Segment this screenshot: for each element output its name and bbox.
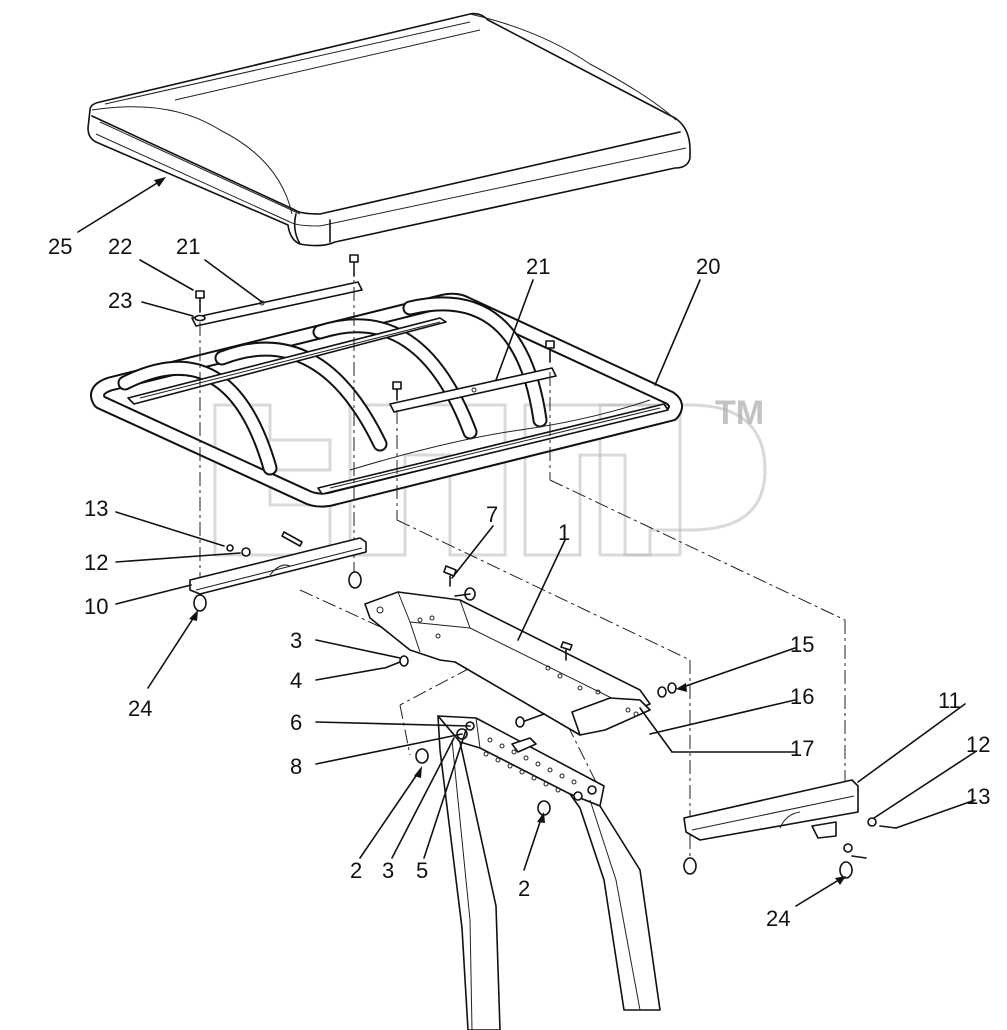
callout-labels: 25 22 21 23 21 20 13 7 1 12 10 24 3 15 4… xyxy=(48,234,990,931)
callout-23: 23 xyxy=(108,288,132,313)
callout-6: 6 xyxy=(290,710,302,735)
column-holes xyxy=(483,737,577,793)
mounting-strap-upper xyxy=(191,281,363,327)
right-bracket xyxy=(683,779,897,879)
mounting-strap-lower xyxy=(389,367,557,413)
callout-13-right: 13 xyxy=(966,784,990,809)
support-column xyxy=(415,715,661,1030)
trademark-mark: TM xyxy=(715,394,764,432)
callout-1: 1 xyxy=(558,520,570,545)
callout-17: 17 xyxy=(790,736,814,761)
callout-20: 20 xyxy=(696,254,720,279)
callout-2-left: 2 xyxy=(350,858,362,883)
callout-21-left: 21 xyxy=(176,234,200,259)
callout-25: 25 xyxy=(48,234,72,259)
callout-21-right: 21 xyxy=(526,254,550,279)
callout-15: 15 xyxy=(790,632,814,657)
leader-lines xyxy=(77,177,976,907)
bolt-set-upper xyxy=(194,254,555,401)
canopy-cover xyxy=(87,12,691,247)
watermark: TM xyxy=(213,394,767,557)
callout-2-right: 2 xyxy=(518,876,530,901)
callout-12-right: 12 xyxy=(966,732,990,757)
callout-5: 5 xyxy=(416,858,428,883)
callout-24-left: 24 xyxy=(128,696,152,721)
callout-4: 4 xyxy=(290,668,302,693)
callout-8: 8 xyxy=(290,754,302,779)
callout-3-top: 3 xyxy=(290,628,302,653)
left-bracket xyxy=(189,531,367,612)
callout-13-left: 13 xyxy=(84,496,108,521)
callout-11: 11 xyxy=(938,688,961,713)
callout-24-right: 24 xyxy=(766,906,790,931)
tube-frame xyxy=(90,292,683,508)
beam-hardware xyxy=(384,565,677,728)
callout-10: 10 xyxy=(84,594,108,619)
callout-3-bottom: 3 xyxy=(382,858,394,883)
callout-16: 16 xyxy=(790,684,814,709)
callout-7: 7 xyxy=(486,502,498,527)
callout-12-left: 12 xyxy=(84,550,108,575)
main-beam xyxy=(364,591,651,736)
callout-22: 22 xyxy=(108,234,132,259)
